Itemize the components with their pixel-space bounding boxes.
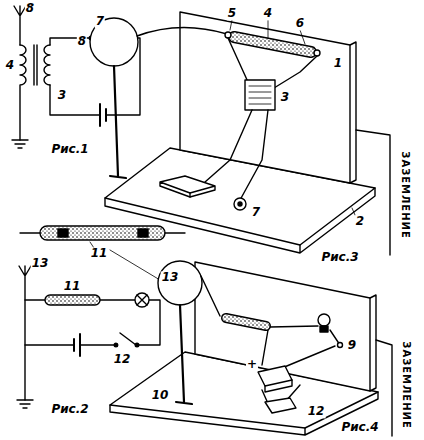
callout-number: Рис.3 <box>320 251 359 264</box>
callout-number: + <box>246 358 258 371</box>
coherer-tube <box>40 226 165 240</box>
core-lines <box>34 45 37 85</box>
knob <box>234 198 246 210</box>
antenna-stick <box>176 305 192 404</box>
antenna-symbol <box>19 266 31 400</box>
coherer <box>226 318 266 326</box>
terminal <box>314 50 320 56</box>
illustration-fig3 <box>90 12 390 255</box>
callout-number: Рис.4 <box>340 421 379 434</box>
relay-fins <box>249 86 271 104</box>
antenna-loop <box>158 261 202 305</box>
callout-number: 3 <box>280 91 290 104</box>
panel-edge <box>350 42 356 183</box>
lamp-cross <box>137 295 147 305</box>
tube <box>234 37 311 52</box>
callout-number: 12 <box>113 353 132 366</box>
battery-symbol <box>100 104 106 126</box>
callout-number: 12 <box>307 405 326 418</box>
battery <box>258 366 292 386</box>
bulb-socket <box>320 326 328 332</box>
callout-number: 8 <box>77 35 87 48</box>
panel <box>180 12 350 183</box>
callout-number: 11 <box>90 247 109 260</box>
battery <box>160 176 215 197</box>
callout-number: 7 <box>95 15 105 28</box>
ground-label: ЗАЗЕМЛЕНИЕ <box>401 340 412 429</box>
tube-fill <box>234 37 311 52</box>
base-edge <box>105 188 375 253</box>
antenna-stick <box>110 66 126 178</box>
callout-number: Рис.2 <box>50 403 89 416</box>
panel <box>195 262 370 391</box>
panel-edge <box>370 295 376 391</box>
knob-center <box>238 202 242 206</box>
leader-line <box>352 208 355 215</box>
callout-number: 9 <box>347 339 357 352</box>
switch <box>265 398 296 413</box>
schematic-fig1 <box>12 6 140 148</box>
callout-number: 11 <box>63 280 82 293</box>
ground-symbol <box>17 400 33 408</box>
coherer-drawing <box>20 226 220 316</box>
callout-number: 2 <box>355 215 365 228</box>
callout-number: 3 <box>57 89 67 102</box>
wire <box>262 326 340 368</box>
callout-number: 8 <box>25 2 35 15</box>
callout-number: 1 <box>333 57 343 70</box>
terminal <box>225 32 231 38</box>
battery-edge <box>265 380 292 392</box>
ground-label: ЗАЗЕМЛЕНИЕ <box>400 150 411 239</box>
wire <box>201 276 220 316</box>
coherer-fill <box>226 318 266 326</box>
bulb <box>318 314 330 326</box>
relay-box <box>245 80 275 110</box>
coherer-symbol <box>45 295 100 305</box>
ground-wire <box>356 130 390 255</box>
callout-number: 4 <box>263 7 273 20</box>
primary-coil <box>20 45 26 140</box>
ground-symbol <box>12 140 28 148</box>
leader-line <box>230 20 305 44</box>
terminal <box>338 343 343 348</box>
callout-number: 4 <box>5 59 15 72</box>
lamp-symbol <box>135 293 149 307</box>
callout-number: 10 <box>151 389 170 402</box>
illustration-fig4 <box>110 261 392 436</box>
callout-number: 7 <box>251 206 261 219</box>
callout-number: 6 <box>295 17 305 30</box>
callout-number: Рис.1 <box>50 143 89 156</box>
switch-contact <box>135 343 139 347</box>
electrode <box>138 229 148 237</box>
switch-contact <box>114 343 118 347</box>
callout-number: 13 <box>161 271 180 284</box>
callout-number: 5 <box>227 7 237 20</box>
callout-number: 13 <box>31 257 50 270</box>
wire <box>137 27 227 36</box>
battery-edge <box>189 193 190 197</box>
battery-symbol <box>74 334 80 356</box>
secondary-coil <box>44 45 50 85</box>
electrode <box>58 229 68 237</box>
